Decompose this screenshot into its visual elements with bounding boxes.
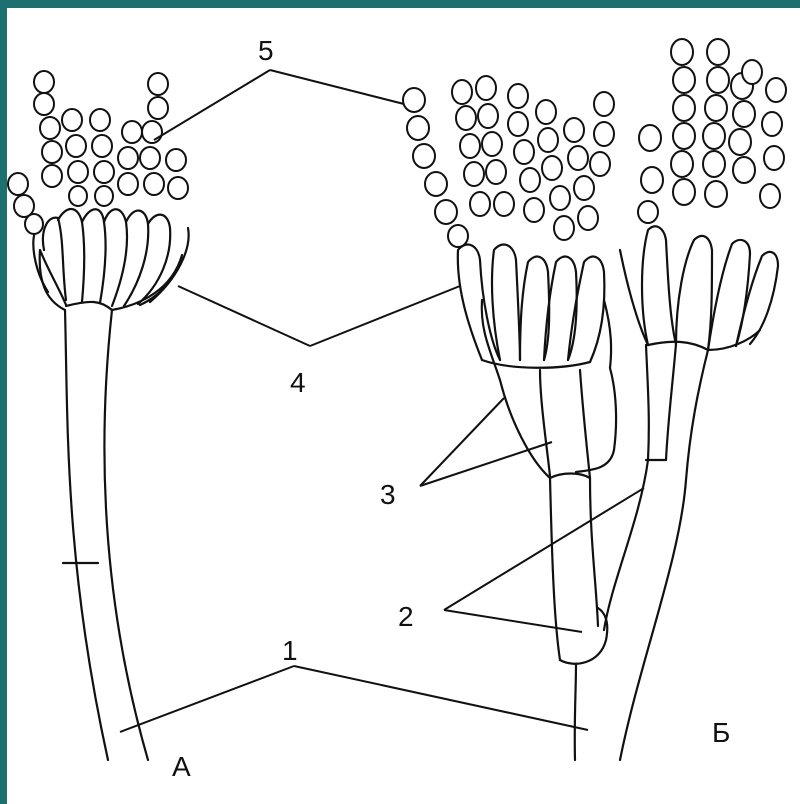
label-1: 1 <box>282 635 298 666</box>
label-5: 5 <box>258 35 274 66</box>
leader-lines <box>120 70 644 732</box>
label-3: 3 <box>380 479 396 510</box>
label-figure-b: Б <box>712 717 730 748</box>
label-4: 4 <box>290 367 306 398</box>
spores-b <box>403 39 786 247</box>
conidiophore-b <box>458 226 778 760</box>
label-figure-a: А <box>172 751 191 782</box>
label-2: 2 <box>398 601 414 632</box>
conidiophore-a <box>33 209 188 760</box>
